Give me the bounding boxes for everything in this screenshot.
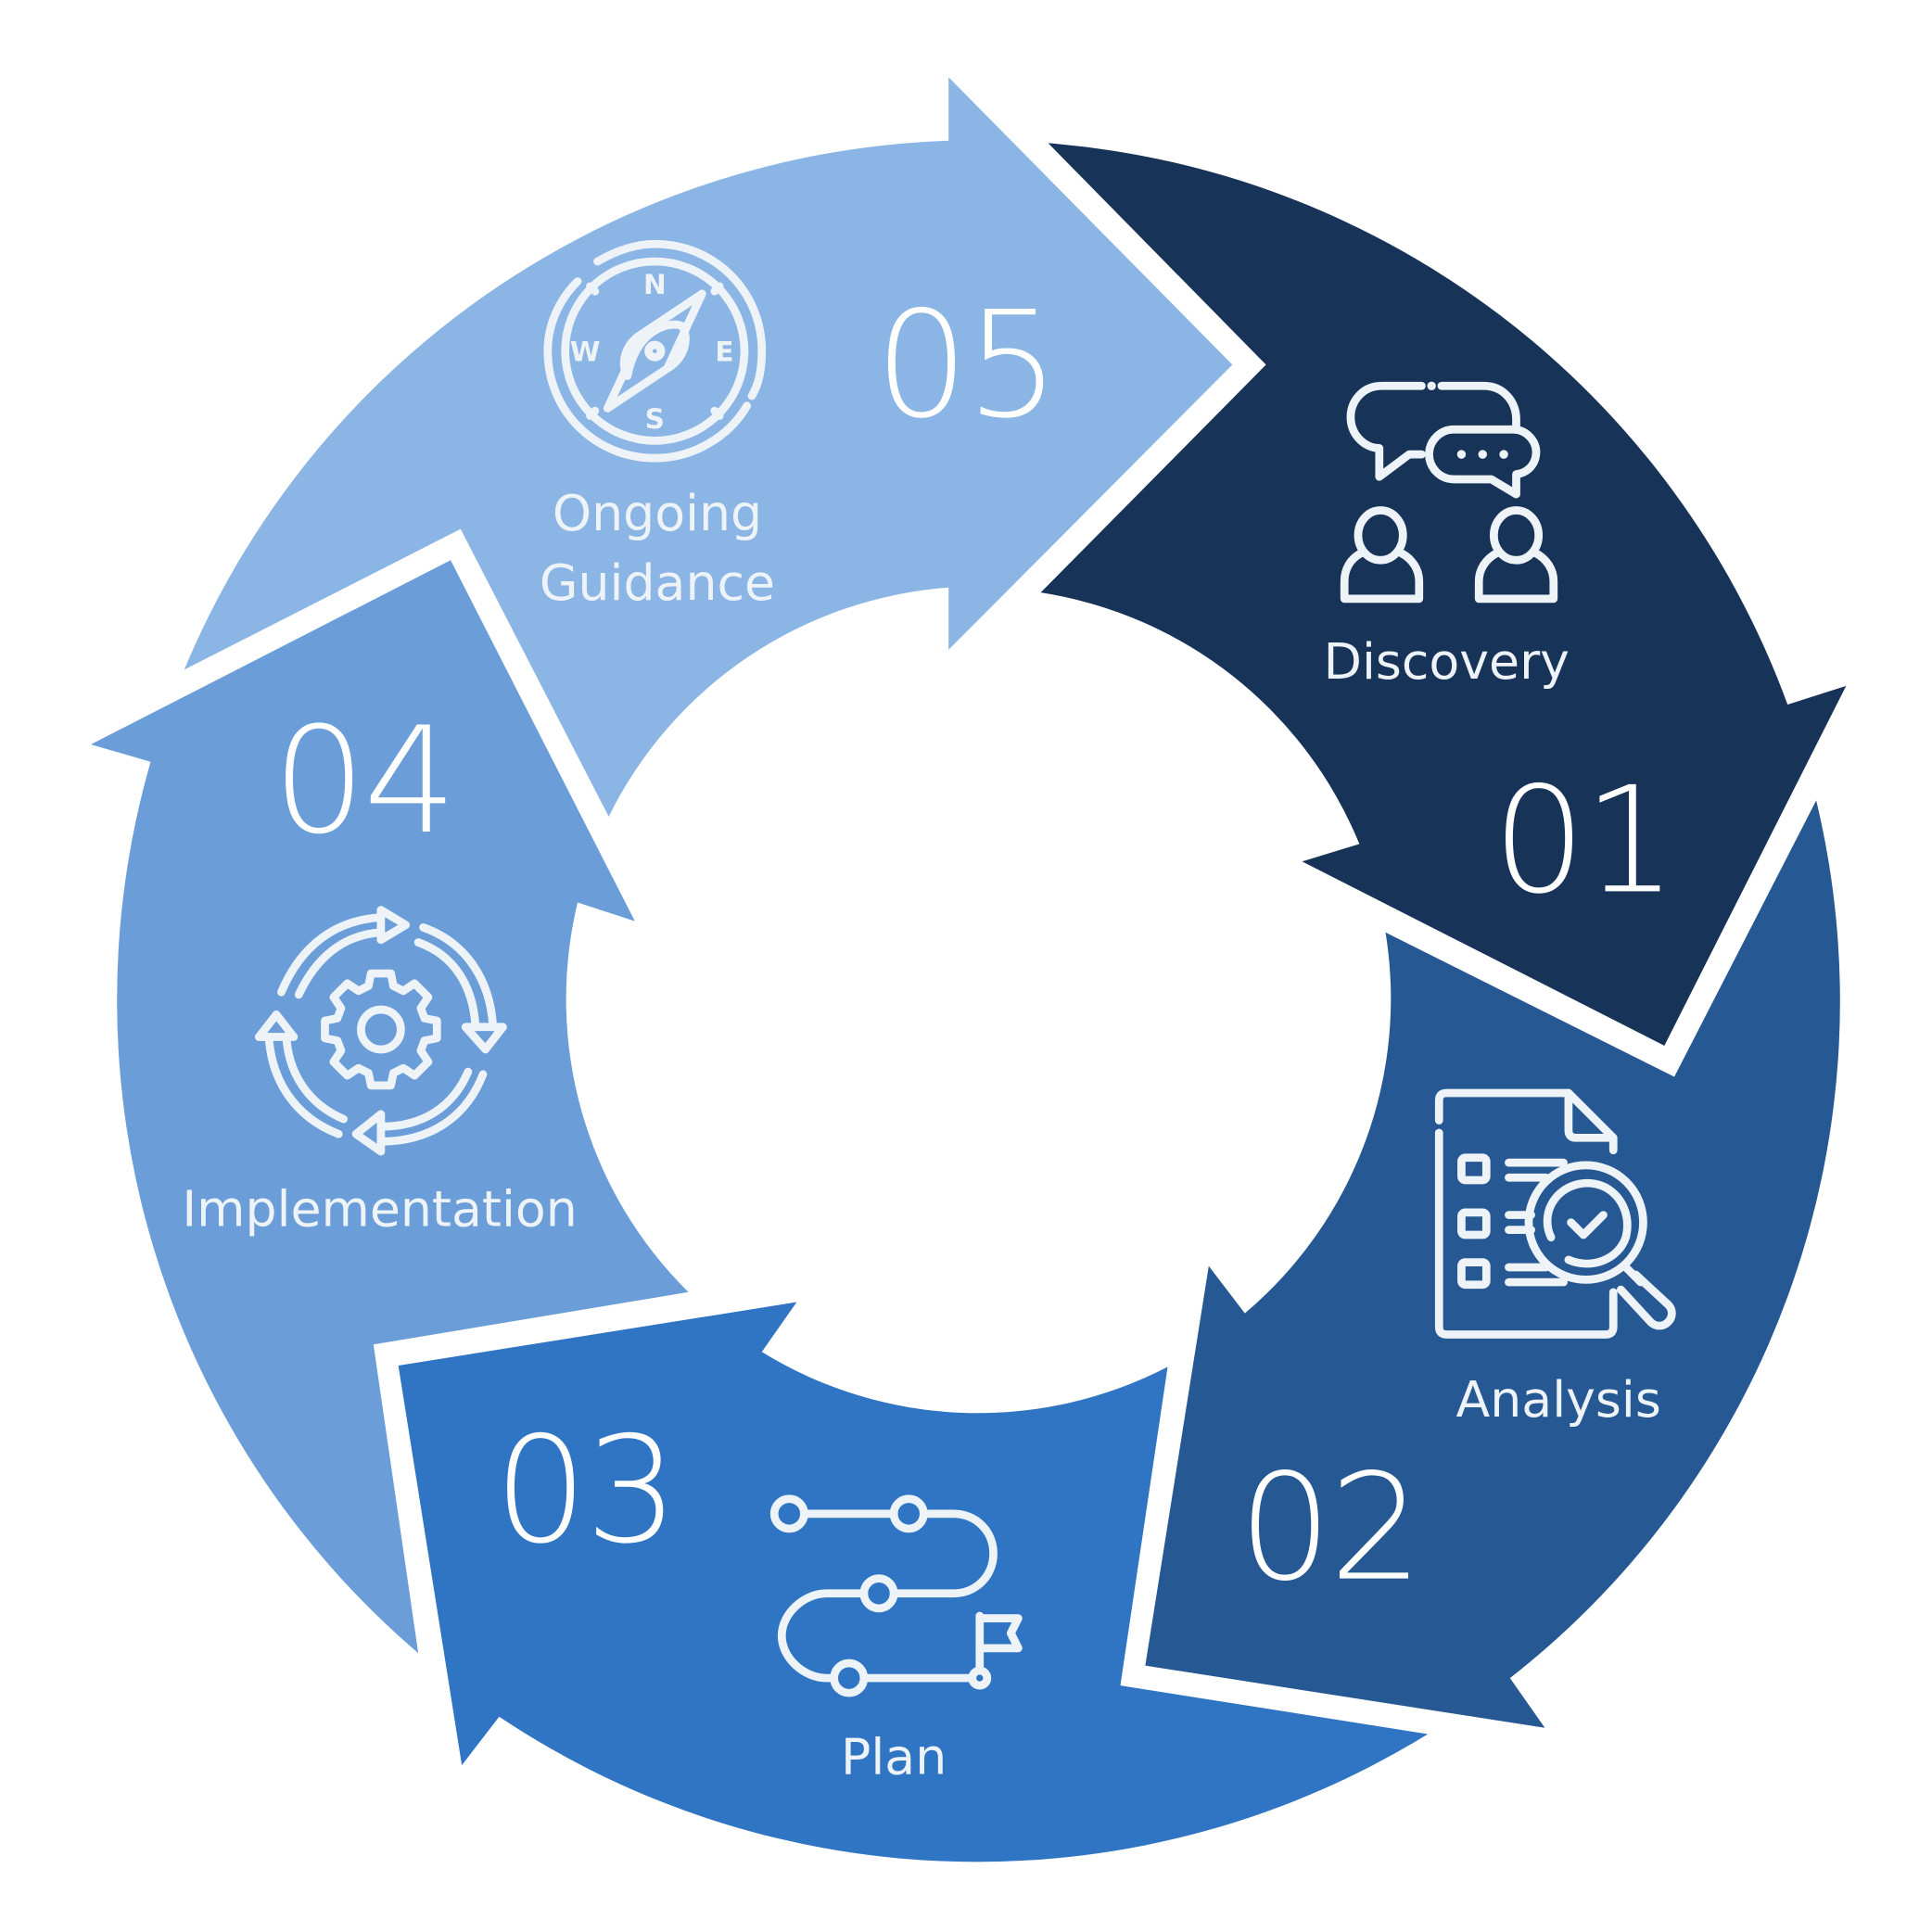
step-01-number: 01 — [1493, 756, 1674, 926]
step-04-number: 04 — [273, 696, 454, 867]
gear-cycle-arrows-icon — [254, 906, 507, 1156]
step-05-label-line-1: Ongoing — [553, 484, 762, 542]
compass-letter-w: W — [570, 336, 601, 367]
document-checklist-magnifier-icon — [1434, 1088, 1676, 1339]
step-04 — [91, 560, 689, 1654]
arrow-segment-04 — [91, 560, 689, 1654]
compass-letter-n: N — [643, 269, 667, 300]
arrow-segment-01 — [1040, 143, 1847, 1046]
arrow-segment-03 — [398, 1302, 1429, 1862]
compass-icon: N E S W — [543, 239, 767, 463]
step-03-number: 03 — [494, 1405, 676, 1576]
route-path-flag-icon — [769, 1494, 1023, 1697]
step-03 — [398, 1302, 1429, 1862]
step-01-label: Discovery — [1324, 632, 1570, 691]
arrow-segment-02 — [1145, 800, 1840, 1728]
step-03-label: Plan — [841, 1727, 947, 1786]
step-01 — [1040, 143, 1847, 1046]
step-02 — [1145, 800, 1840, 1728]
step-02-label: Analysis — [1456, 1370, 1661, 1429]
compass-letter-s: S — [645, 403, 665, 435]
compass-letter-e: E — [715, 336, 733, 367]
step-05-label-line-2: Guidance — [540, 553, 775, 612]
step-02-number: 02 — [1239, 1443, 1420, 1614]
step-04-label: Implementation — [182, 1180, 577, 1239]
people-conversation-icon — [1340, 381, 1558, 604]
step-05-number: 05 — [875, 280, 1057, 451]
